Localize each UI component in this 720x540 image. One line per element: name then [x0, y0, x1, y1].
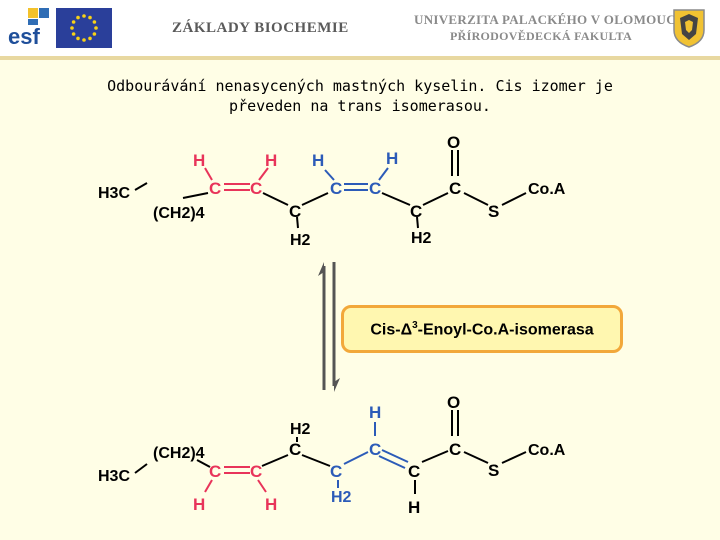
bond-h	[258, 167, 269, 181]
bond-double-trans	[378, 455, 406, 469]
atom-carbon: C	[250, 179, 262, 198]
atom-hydrogen: H	[312, 151, 324, 170]
header-separator	[0, 56, 720, 60]
bond-h	[378, 167, 389, 181]
university-crest-logo	[673, 9, 705, 48]
bond	[134, 463, 148, 474]
slide-title: Odbourávání nenasycených mastných kyseli…	[40, 76, 680, 116]
eu-flag-logo	[56, 8, 112, 48]
bond	[134, 182, 148, 191]
atom-hydrogen: H	[386, 149, 398, 168]
atom-hydrogen: H	[408, 498, 420, 517]
bond	[463, 451, 489, 464]
enzyme-prefix: Cis-	[370, 321, 401, 339]
atom-carbon: C	[289, 440, 301, 459]
slide-title-line-1: Odbourávání nenasycených mastných kyseli…	[107, 77, 613, 95]
atom-ch2-chain: (CH2)4	[153, 445, 205, 462]
atom-carbon: C	[209, 179, 221, 198]
enzyme-position: 3	[412, 320, 418, 331]
bond-h	[204, 479, 213, 493]
slide-title-line-2: převeden na trans isomerasou.	[229, 97, 491, 115]
molecule-top: H3C (CH2)4 C C C C C C C H H H H H2 H2 O…	[98, 133, 566, 249]
atom-sulfur: S	[488, 202, 499, 221]
atom-carbon: C	[289, 202, 301, 221]
course-title: ZÁKLADY BIOCHEMIE	[172, 20, 349, 36]
svg-text:esf: esf	[8, 24, 40, 49]
atom-hydrogen: H	[193, 151, 205, 170]
atom-carbon: C	[410, 202, 422, 221]
equilibrium-arrows	[318, 262, 340, 392]
bond	[343, 451, 369, 465]
bond	[301, 192, 329, 206]
atom-carbon: C	[209, 462, 221, 481]
atom-carbon: C	[408, 462, 420, 481]
atom-carbon: C	[369, 179, 381, 198]
bond-h2	[416, 216, 419, 229]
enzyme-name: -Enoyl-Co.A-isomerasa	[417, 321, 594, 339]
atom-h2: H2	[290, 232, 311, 249]
enzyme-box: Cis-Δ3-Enoyl-Co.A-isomerasa	[341, 305, 623, 353]
bond	[463, 192, 489, 206]
atom-coa: Co.A	[528, 181, 566, 198]
atom-h2: H2	[290, 421, 311, 438]
bond-h	[204, 167, 213, 181]
atom-hydrogen: H	[193, 495, 205, 514]
bond	[501, 192, 527, 206]
atom-ch2-chain: (CH2)4	[153, 205, 205, 222]
atom-carbon: C	[369, 440, 381, 459]
atom-coa: Co.A	[528, 442, 566, 459]
bond	[261, 454, 289, 467]
bond-h	[324, 169, 335, 181]
atom-hydrogen: H	[265, 495, 277, 514]
bond	[422, 192, 449, 206]
bond	[381, 192, 411, 206]
header-bar: esf ZÁKLADY BIOCHEMIE UNIVERZITA PALACKÉ…	[0, 0, 720, 56]
delta-symbol: Δ	[400, 321, 413, 339]
bond	[262, 192, 289, 206]
arrow-up-head	[318, 262, 324, 276]
atom-carbon: C	[449, 179, 461, 198]
atom-sulfur: S	[488, 461, 499, 480]
atom-h2: H2	[411, 230, 432, 247]
university-name: UNIVERZITA PALACKÉHO V OLOMOUCI	[414, 12, 682, 27]
atom-h2: H2	[331, 489, 352, 506]
bond	[196, 459, 211, 468]
atom-carbon: C	[330, 179, 342, 198]
bond	[501, 451, 527, 464]
atom-h3c: H3C	[98, 468, 130, 485]
faculty-name: PŘÍRODOVĚDECKÁ FAKULTA	[450, 29, 633, 43]
bond	[421, 450, 449, 463]
atom-carbon: C	[330, 462, 342, 481]
esf-logo: esf	[6, 6, 52, 50]
arrow-down-head	[334, 378, 340, 392]
atom-carbon: C	[250, 462, 262, 481]
bond-h2	[296, 216, 299, 229]
atom-oxygen: O	[447, 133, 460, 152]
molecule-bottom: H3C (CH2)4 C C C C C C C H H H H H2 H2 O…	[98, 393, 566, 517]
bond	[301, 454, 331, 467]
atom-hydrogen: H	[369, 403, 381, 422]
atom-oxygen: O	[447, 393, 460, 412]
bond-double-trans	[381, 449, 409, 463]
atom-h3c: H3C	[98, 185, 130, 202]
bond-h	[257, 479, 267, 493]
atom-hydrogen: H	[265, 151, 277, 170]
bond	[182, 192, 209, 199]
enzyme-label: Cis-Δ3-Enoyl-Co.A-isomerasa	[344, 320, 620, 339]
atom-carbon: C	[449, 440, 461, 459]
